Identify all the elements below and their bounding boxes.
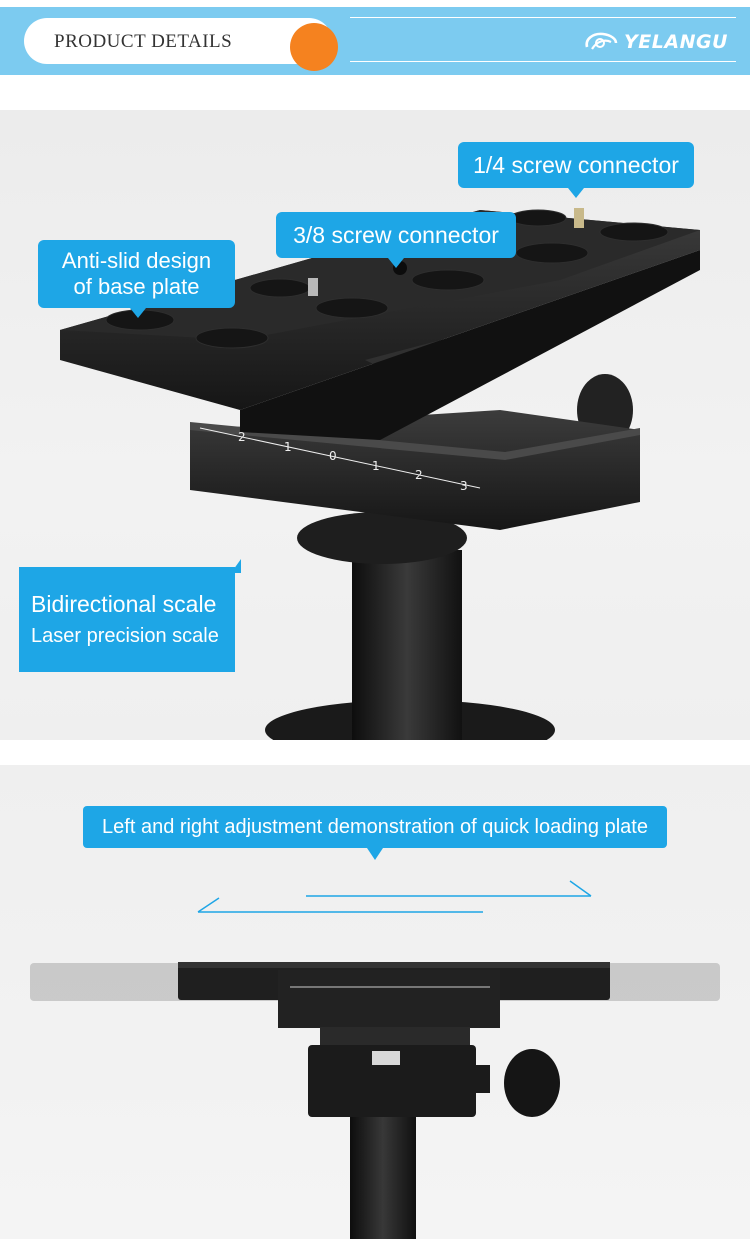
lower-scale-label: 2 [238,430,246,444]
antislid-label-line1: Anti-slid design [61,248,212,273]
product-details-banner: PRODUCT DETAILS YELANGU [0,7,750,75]
scale-callout: Bidirectional scale Laser precision scal… [19,559,241,672]
lower-scale-label: 0 [329,449,337,463]
three-eighth-screw-callout: 3/8 screw connector [276,212,516,268]
lower-scale-label: 1 [284,440,292,454]
stabilizer-head-illustration: 2 1 0 1 2 3 3 [60,208,700,740]
rubber-pads [105,209,669,349]
antislid-callout: Anti-slid design of base plate [38,240,235,318]
adjustment-demo-label: Left and right adjustment demonstration … [102,816,648,838]
quick-plate-illustration [30,962,720,1239]
adjustment-demo-callout: Left and right adjustment demonstration … [83,806,667,860]
quarter-screw-callout: 1/4 screw connector [458,142,694,198]
brand-logo: YELANGU [583,29,728,55]
banner-divider-bottom [350,61,736,62]
quarter-screw-label: 1/4 screw connector [473,152,679,178]
title-pill: PRODUCT DETAILS [24,18,332,64]
banner-divider-top [350,17,736,18]
three-eighth-screw-label: 3/8 screw connector [293,222,499,248]
antislid-label-line2: of base plate [73,274,200,299]
lower-scale-ruler [199,427,481,489]
lower-scale-label: 2 [415,468,423,482]
lower-scale-label: 3 [460,479,468,493]
scale-label-line1: Bidirectional scale [31,591,217,617]
yelangu-swirl-logo-icon [585,32,618,50]
section-title: PRODUCT DETAILS [54,31,233,52]
left-right-arrows-icon [197,880,592,913]
brand-name: YELANGU [624,31,728,53]
accent-dot [290,23,338,71]
lower-scale-label: 1 [372,459,380,473]
scale-label-line2: Laser precision scale [31,625,219,647]
